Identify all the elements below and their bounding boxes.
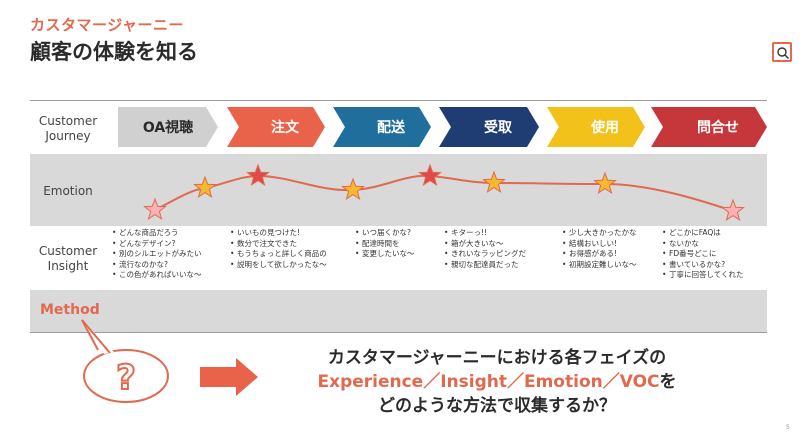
phase-label-5: 問合せ (697, 120, 739, 136)
phase-chevron-3 (439, 107, 539, 147)
insight-item: 丁寧に回答してくれた (662, 270, 744, 281)
method-row-label: Method (40, 302, 100, 318)
insight-item: 説明をして欲しかったな〜 (230, 260, 327, 271)
section-subtitle: カスタマージャーニー (30, 16, 184, 34)
insight-item: この色があればいいな〜 (112, 270, 202, 281)
search-icon (777, 47, 789, 59)
phase-chevron-0 (118, 107, 218, 147)
phase-label-1: 注文 (271, 120, 299, 136)
insight-item: いいもの見つけた! (230, 228, 327, 239)
insight-row-label: Customer Insight (30, 244, 106, 274)
insight-item: お得感がある! (562, 249, 637, 260)
top-divider (30, 100, 767, 101)
right-arrow-icon (200, 358, 258, 396)
emotion-star-red (418, 163, 442, 187)
search-button[interactable] (772, 42, 792, 62)
insight-list-4: 少し大きかったかな 結構おいしい! お得感がある! 初期設定難しいな〜 (562, 228, 637, 270)
emotion-star-red (246, 163, 270, 187)
phase-chevron-4 (547, 107, 645, 147)
insight-label-line2: Insight (47, 259, 89, 273)
insight-item: 親切な配達員だった (444, 260, 526, 271)
journey-row-label: Customer Journey (30, 114, 106, 144)
journey-label-line1: Customer (38, 114, 98, 128)
question-line1: カスタマージャーニーにおける各フェイズの (327, 348, 667, 368)
journey-label-line2: Journey (45, 129, 91, 143)
insight-list-0: どんな商品だろう どんなデザイン? 別のシルエットがみたい 流行なのかな? この… (112, 228, 202, 281)
insight-item: 箱が大きいな〜 (444, 239, 526, 250)
question-line3: どのような方法で収集するか？ (378, 396, 616, 416)
insight-item: FD番号どこに (662, 249, 744, 260)
insight-list-5: どこかにFAQは ないかな FD番号どこに 書いているかな? 丁寧に回答してくれ… (662, 228, 744, 281)
insight-item: ないかな (662, 239, 744, 250)
emotion-star-pink (143, 197, 167, 221)
bubble-question-mark: ? (116, 358, 136, 398)
emotion-stars (143, 163, 745, 222)
emotion-star-pink (721, 198, 745, 222)
insight-item: どんな商品だろう (112, 228, 202, 239)
insight-item: 結構おいしい! (562, 239, 637, 250)
insight-item: もうちょっと詳しく商品の (230, 249, 327, 260)
bottom-divider (30, 332, 767, 333)
page-number: 5 (786, 424, 790, 431)
question-bubble-icon: ? (81, 319, 169, 403)
phase-label-3: 受取 (484, 120, 512, 136)
insight-list-2: いつ届くかな? 配達時間を 変更したいな〜 (355, 228, 415, 260)
insight-item: 変更したいな〜 (355, 249, 415, 260)
insight-item: どんなデザイン? (112, 239, 202, 250)
emotion-row-label: Emotion (43, 184, 93, 198)
phase-label-2: 配送 (377, 120, 405, 136)
phase-chevron-1 (227, 107, 325, 147)
insight-item: いつ届くかな? (355, 228, 415, 239)
insight-item: 流行なのかな? (112, 260, 202, 271)
question-accent: Experience／Insight／Emotion／VOC (317, 372, 660, 392)
emotion-star-orange (593, 171, 617, 195)
question-tail: を (659, 372, 677, 392)
insight-item: どこかにFAQは (662, 228, 744, 239)
emotion-curve (154, 174, 734, 212)
page-title: 顧客の体験を知る (30, 39, 198, 64)
insight-item: きれいなラッピングだ (444, 249, 526, 260)
phase-chevron-2 (333, 107, 431, 147)
phase-label-4: 使用 (591, 120, 619, 136)
insight-list-3: キターっ!! 箱が大きいな〜 きれいなラッピングだ 親切な配達員だった (444, 228, 526, 270)
insight-item: キターっ!! (444, 228, 526, 239)
phase-label-0: OA視聴 (142, 120, 194, 136)
insight-item: 少し大きかったかな (562, 228, 637, 239)
insight-item: 初期設定難しいな〜 (562, 260, 637, 271)
method-band (30, 290, 767, 332)
insight-item: 配達時間を (355, 239, 415, 250)
emotion-star-orange (341, 177, 365, 201)
phase-chevron-5 (651, 107, 767, 147)
insight-label-line1: Customer (38, 244, 98, 258)
emotion-star-orange (482, 170, 506, 194)
insight-item: 別のシルエットがみたい (112, 249, 202, 260)
insight-list-1: いいもの見つけた! 数分で注文できた もうちょっと詳しく商品の 説明をして欲しか… (230, 228, 327, 270)
question-line2: Experience／Insight／Emotion／VOCを (262, 370, 732, 394)
emotion-star-orange (193, 175, 217, 199)
insight-item: 書いているかな? (662, 260, 744, 271)
insight-item: 数分で注文できた (230, 239, 327, 250)
question-statement: カスタマージャーニーにおける各フェイズの Experience／Insight／… (262, 346, 732, 418)
